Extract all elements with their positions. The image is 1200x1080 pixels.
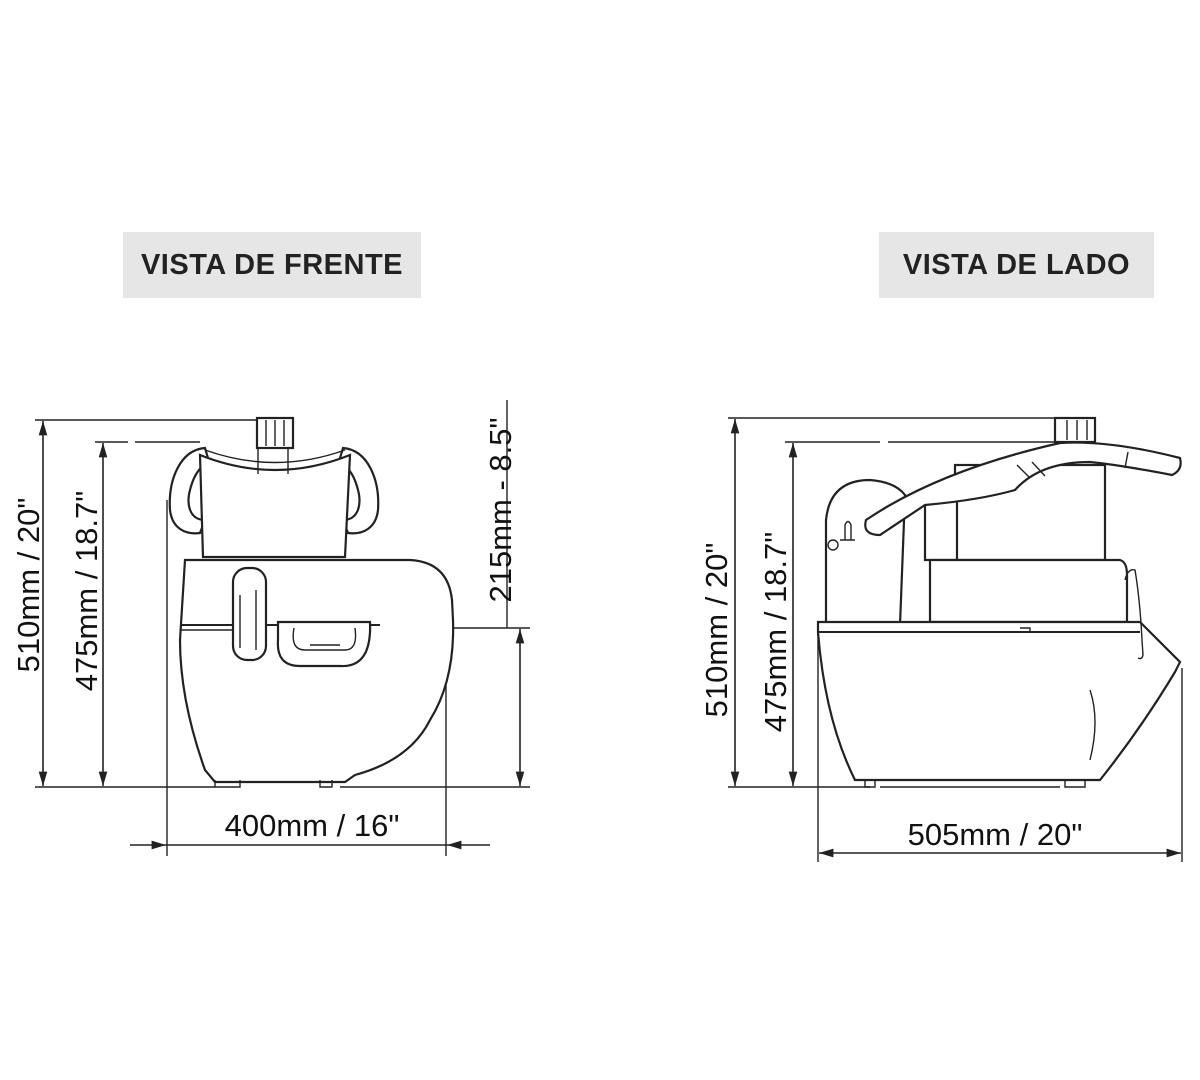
side-bowl (928, 558, 1129, 624)
side-lid-arm (864, 441, 1182, 537)
side-base (816, 620, 1182, 782)
front-body-height-label: 475mm / 18.7" (69, 491, 104, 692)
side-depth-label: 505mm / 20" (908, 817, 1083, 852)
side-view: 510mm / 20" 475mm / 18.7" 505mm / 20" (699, 416, 1183, 862)
front-left-handle (168, 446, 212, 535)
front-chute-height-label: 215mm - 8.5" (483, 417, 518, 602)
front-view: 510mm / 20" 475mm / 18.7" 215mm - 8.5" 4… (11, 400, 530, 856)
front-view-title: VISTA DE FRENTE (123, 232, 421, 298)
front-width-label: 400mm / 16" (225, 808, 400, 843)
side-spindle (1053, 416, 1097, 444)
side-view-title: VISTA DE LADO (879, 232, 1154, 298)
front-outlet-chute (276, 620, 372, 668)
side-motor-block (923, 498, 959, 562)
side-total-height-label: 510mm / 20" (699, 543, 734, 718)
side-body-height-label: 475mm / 18.7" (758, 532, 793, 733)
side-back-tower (824, 478, 907, 627)
front-feet (214, 780, 333, 788)
front-base (178, 558, 455, 784)
front-bowl (198, 453, 352, 559)
side-feet (864, 780, 1086, 788)
front-feed-tube (231, 566, 268, 662)
front-right-handle (336, 446, 380, 535)
front-total-height-label: 510mm / 20" (11, 498, 46, 673)
